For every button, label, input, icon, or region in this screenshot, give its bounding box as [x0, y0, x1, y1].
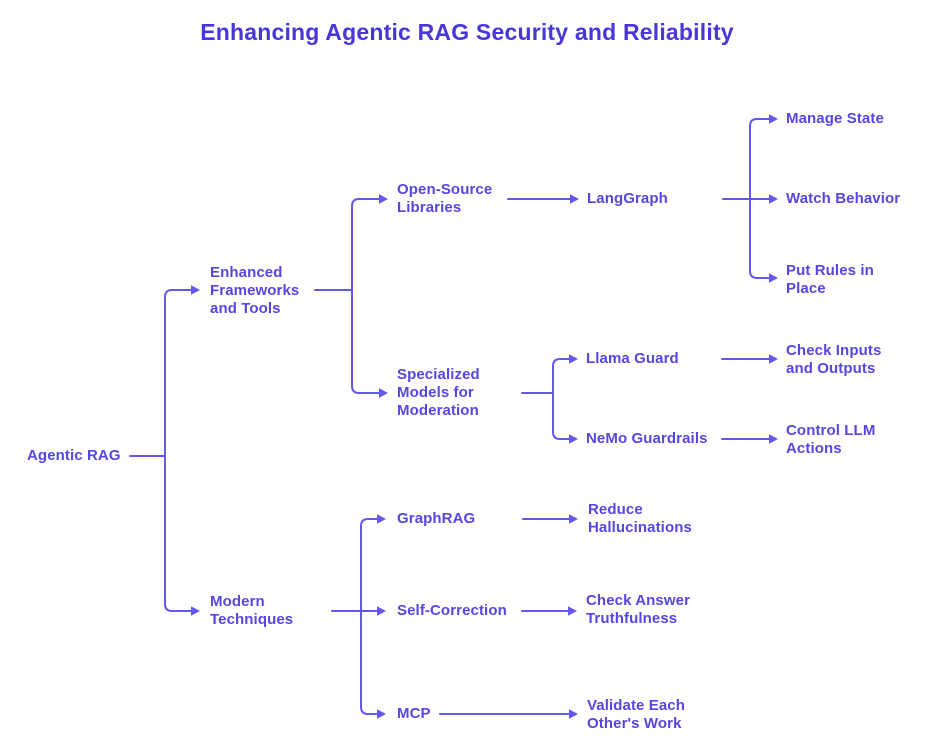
arrowhead [379, 194, 388, 204]
arrowhead [569, 514, 578, 524]
arrowhead [769, 273, 778, 283]
node-modern-techniques: Modern Techniques [210, 593, 294, 628]
arrowhead [191, 606, 200, 616]
arrowheads-group [191, 114, 778, 719]
node-llama-guard: Llama Guard [586, 350, 679, 367]
node-langgraph: LangGraph [587, 190, 668, 207]
node-control-llm-actions: Control LLM Actions [786, 422, 876, 457]
node-open-source-libraries: Open-Source Libraries [397, 181, 493, 216]
wire-hub-specialized [552, 358, 571, 440]
wire-hub-level1 [164, 289, 193, 612]
node-reduce-hallucinations: Reduce Hallucinations [588, 501, 692, 536]
arrowhead [377, 514, 386, 524]
arrowhead [769, 434, 778, 444]
arrowhead [569, 434, 578, 444]
node-nemo-guardrails: NeMo Guardrails [586, 430, 708, 447]
node-put-rules-in-place: Put Rules in Place [786, 262, 874, 297]
arrowhead [377, 709, 386, 719]
arrowhead [568, 606, 577, 616]
node-manage-state: Manage State [786, 110, 884, 127]
arrowhead [570, 194, 579, 204]
arrowhead [569, 354, 578, 364]
node-validate-each-others-work: Validate Each Other's Work [587, 697, 686, 732]
arrowhead [379, 388, 388, 398]
wire-hub-enhanced [351, 198, 381, 394]
node-agentic-rag: Agentic RAG [27, 447, 121, 464]
arrowhead [769, 194, 778, 204]
wires-group [129, 118, 771, 715]
node-mcp: MCP [397, 705, 431, 722]
node-self-correction: Self-Correction [397, 602, 507, 619]
arrowhead [377, 606, 386, 616]
node-enhanced-frameworks: Enhanced Frameworks and Tools [210, 264, 300, 317]
arrowhead [769, 354, 778, 364]
node-specialized-models: Specialized Models for Moderation [397, 366, 480, 419]
node-check-answer-truthfulness: Check Answer Truthfulness [586, 592, 691, 627]
node-check-inputs-outputs: Check Inputs and Outputs [786, 342, 882, 377]
arrowhead [569, 709, 578, 719]
arrowhead [191, 285, 200, 295]
diagram-title: Enhancing Agentic RAG Security and Relia… [200, 19, 734, 45]
wire-hub-modern [360, 518, 379, 715]
node-watch-behavior: Watch Behavior [786, 190, 901, 207]
arrowhead [769, 114, 778, 124]
node-graphrag: GraphRAG [397, 510, 476, 527]
